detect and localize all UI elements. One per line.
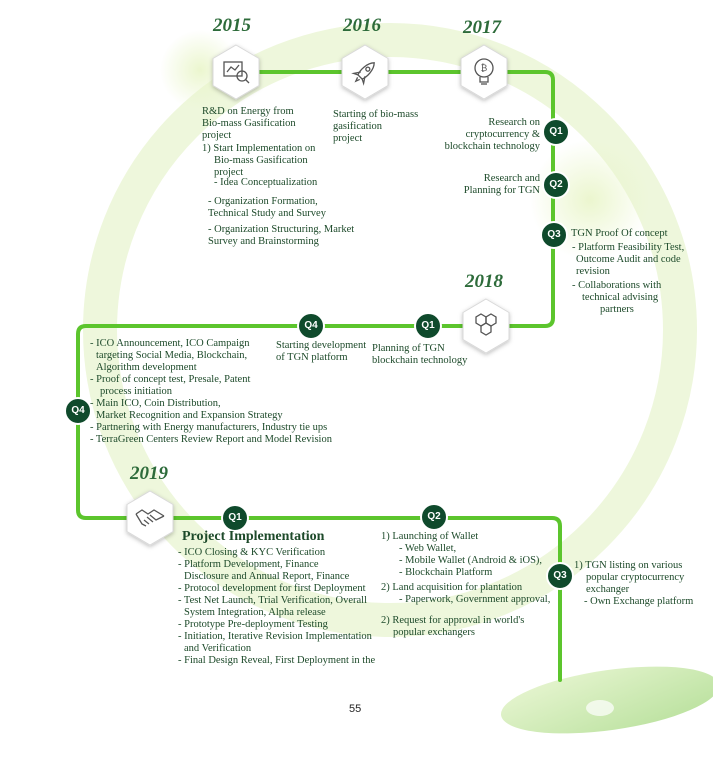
timeline-path bbox=[76, 70, 562, 682]
rocket-icon bbox=[351, 62, 375, 86]
hex-frame bbox=[212, 44, 260, 100]
badge-2019-q1: Q1 bbox=[221, 504, 249, 532]
handshake-icon bbox=[135, 509, 165, 527]
text-2015-idea: - Idea Conceptualization bbox=[214, 177, 318, 188]
text-2019-q2-items: 1) Launching of Wallet - Web Wallet, - M… bbox=[381, 531, 551, 638]
year-2016: 2016 bbox=[343, 15, 381, 36]
text-2015-start: 1) Start Implementation on Bio-mass Gasi… bbox=[202, 143, 316, 178]
page-number: 55 bbox=[349, 703, 362, 715]
year-2017: 2017 bbox=[463, 17, 501, 38]
text-2015-org-formation: - Organization Formation, Technical Stud… bbox=[208, 196, 326, 219]
text-2018-q4-list: - ICO Announcement, ICO Campaign targeti… bbox=[90, 338, 332, 445]
svg-text:₿: ₿ bbox=[481, 63, 488, 74]
text-2019-q1-title: Project Implementation bbox=[182, 529, 325, 544]
text-2019-q1-items: - ICO Closing & KYC Verification - Platf… bbox=[178, 547, 376, 666]
badge-2019-q3: Q3 bbox=[546, 562, 574, 590]
magnifier-chart-icon bbox=[223, 61, 250, 84]
lightbulb-bitcoin-icon: ₿ bbox=[474, 58, 494, 85]
text-2017-q2: Research and Planning for TGN bbox=[463, 173, 540, 196]
leaf-decoration bbox=[500, 666, 713, 734]
hex-frame bbox=[126, 490, 174, 546]
badge-2017-q2: Q2 bbox=[542, 171, 570, 199]
badge-2018-q1: Q1 bbox=[414, 312, 442, 340]
hexagon-cluster-icon bbox=[475, 313, 497, 336]
text-2016-headline: Starting of bio-mass gasification projec… bbox=[333, 109, 419, 144]
year-2019: 2019 bbox=[130, 463, 168, 484]
text-2017-q3-items: - Platform Feasibility Test, Outcome Aud… bbox=[572, 242, 685, 315]
badge-2018-q4-side: Q4 bbox=[64, 397, 92, 425]
hex-frame bbox=[460, 44, 508, 100]
text-2015-headline: R&D on Energy from Bio-mass Gasification… bbox=[202, 106, 296, 141]
background-ring bbox=[83, 23, 697, 637]
text-2017-q1: Research on cryptocurrency & blockchain … bbox=[444, 117, 540, 152]
badge-2017-q3: Q3 bbox=[540, 221, 568, 249]
text-2018-q4: Starting development of TGN platform bbox=[276, 340, 367, 363]
year-2015: 2015 bbox=[213, 15, 251, 36]
year-2018: 2018 bbox=[465, 271, 503, 292]
hex-frame bbox=[462, 298, 510, 354]
text-2015-org-structuring: - Organization Structuring, Market Surve… bbox=[208, 224, 355, 247]
badge-2017-q1: Q1 bbox=[542, 118, 570, 146]
text-2018-q1: Planning of TGN blockchain technology bbox=[372, 343, 468, 366]
badge-2018-q4: Q4 bbox=[297, 312, 325, 340]
text-2019-q3-items: 1) TGN listing on various popular crypto… bbox=[574, 560, 694, 607]
hex-frame bbox=[341, 44, 389, 100]
badge-2019-q2: Q2 bbox=[420, 503, 448, 531]
text-2017-q3-title: TGN Proof Of concept bbox=[571, 228, 668, 239]
